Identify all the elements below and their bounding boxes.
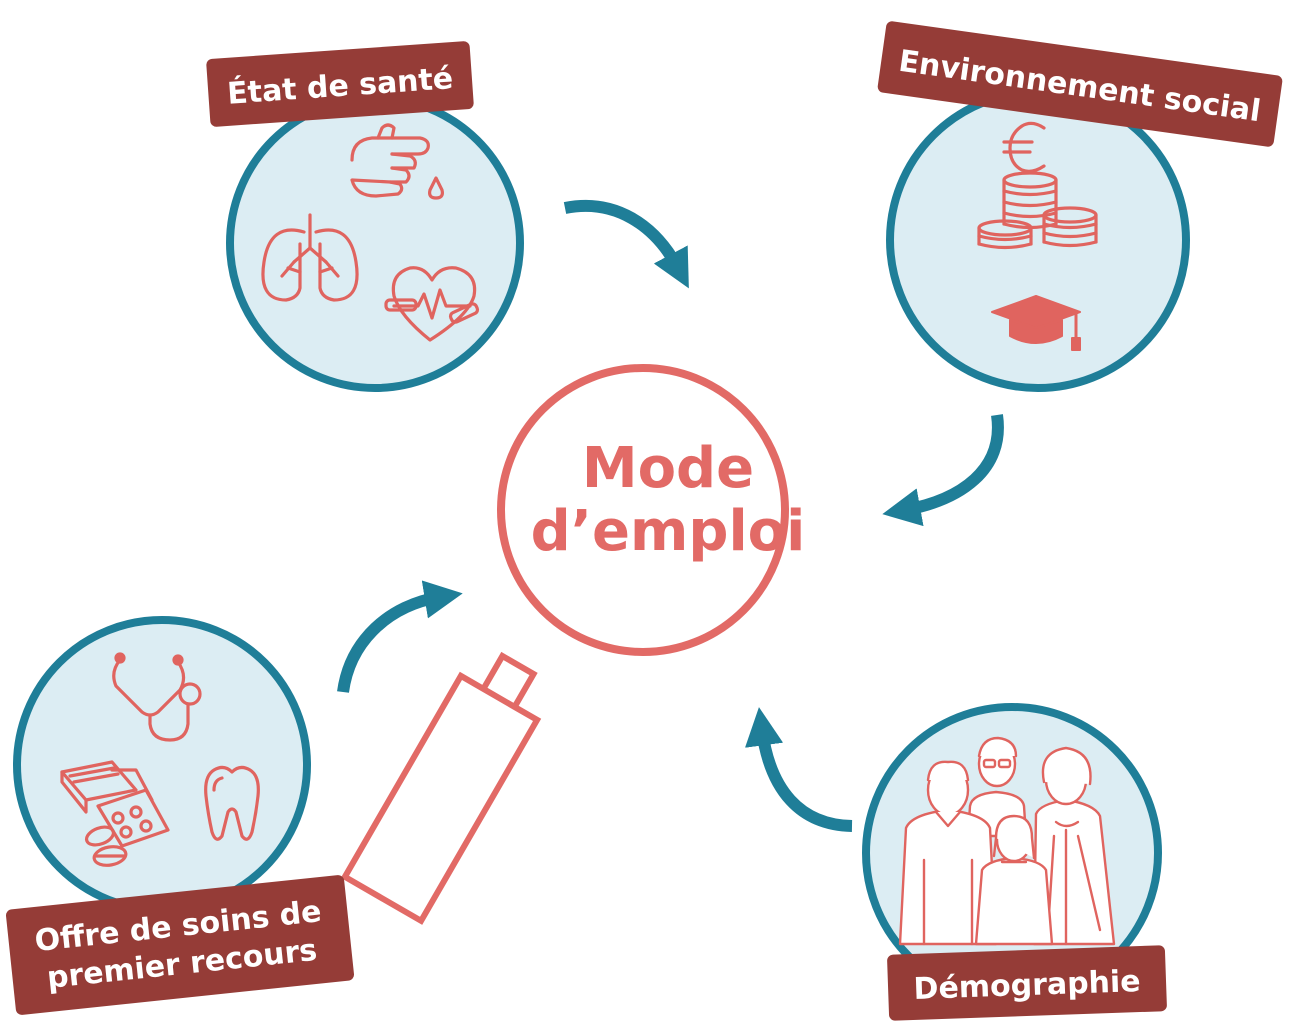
node-environnement-social: Environnement social: [877, 21, 1283, 392]
magnifier-handle: [340, 651, 542, 925]
graduation-cap-icon: [991, 295, 1081, 351]
arrow-offre-de-soins: [337, 580, 463, 693]
center-title-line2: d’emploi: [531, 499, 806, 564]
label-box: [5, 875, 355, 1015]
arrow-environnement-social: [882, 414, 1004, 527]
heart-pulse-bandage-icon: [384, 266, 480, 342]
family-group-icon: [898, 736, 1116, 946]
arrow-demographie: [745, 707, 853, 832]
center-title-line1: Mode: [582, 436, 754, 501]
magnifier: Mode d’emploi: [340, 364, 806, 925]
label-box: [877, 21, 1283, 147]
label-box: [887, 945, 1167, 1021]
node-etat-de-sante: État de santé: [206, 41, 524, 392]
node-offre-de-soins: Offre de soins de premier recours: [5, 616, 355, 1015]
node-demographie: Démographie: [862, 703, 1167, 1021]
magnifier-lens: [497, 364, 789, 656]
node-circle: [13, 616, 311, 914]
pill-box-icon: [60, 760, 170, 867]
pointing-hand-blood-drop-icon: [350, 123, 444, 200]
node-circle: [226, 94, 524, 392]
lungs-icon: [261, 213, 359, 302]
node-label: Démographie: [913, 964, 1141, 1007]
tooth-icon: [204, 765, 260, 841]
label-box: [206, 41, 474, 127]
arrow-etat-de-sante: [563, 199, 689, 289]
stethoscope-icon: [112, 652, 202, 742]
euro-coins-icon: [977, 121, 1098, 250]
